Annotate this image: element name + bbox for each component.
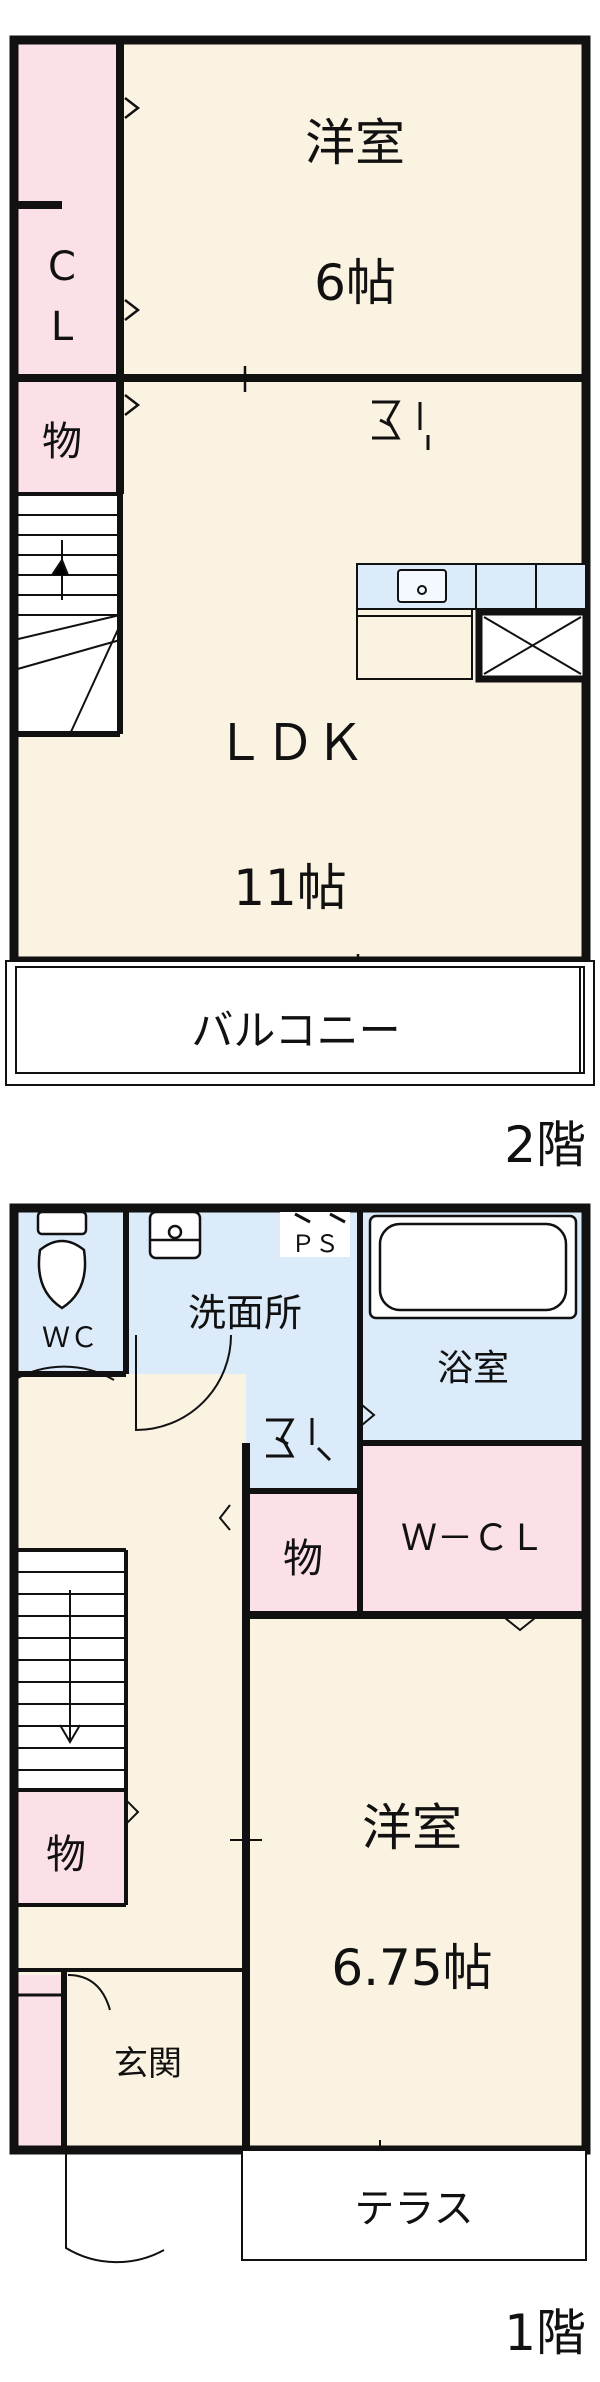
western-room-1f-name: 洋室 [362, 1799, 462, 1857]
storage-2f [14, 378, 120, 494]
sink-icon [148, 1210, 202, 1260]
wcl-room [360, 1443, 586, 1615]
storage-mid-room [246, 1491, 360, 1615]
bath-label: 浴室 [437, 1348, 509, 1389]
toilet-icon [36, 1210, 88, 1310]
shoe-closet [14, 1975, 64, 2150]
ps-box [280, 1212, 350, 1257]
western-room-2f-size: 6帖 [314, 254, 396, 312]
storage-2f-label: 物 [42, 419, 82, 465]
wc-label: ＷＣ [42, 1321, 98, 1354]
interior-walls-1f [14, 1208, 586, 2150]
wcl-label: Ｗ－ＣＬ [401, 1518, 545, 1559]
bathtub-icon [368, 1214, 578, 1320]
kitchen-icon [356, 563, 587, 680]
smoke-detector-icon [372, 400, 430, 450]
washroom-label: 洗面所 [188, 1291, 302, 1335]
terrace-label: テラス [354, 2186, 473, 2232]
refrigerator-icon [475, 608, 590, 683]
western-room-1f-size: 6.75帖 [331, 1939, 492, 1997]
storage-mid-label: 物 [283, 1536, 323, 1582]
ldk-size: 11帖 [233, 859, 347, 917]
western-room-2f [120, 40, 586, 378]
closet-label-1: C [48, 244, 76, 290]
door-swing-icon [13, 1334, 536, 2264]
closet-label-2: L [51, 304, 74, 350]
balcony-label: バルコニー [191, 1006, 400, 1055]
storage-low-label: 物 [46, 1832, 86, 1878]
entrance-label: 玄関 [114, 2044, 182, 2084]
balcony [5, 960, 595, 1086]
floor-1: ＷＣ 洗面所 ＰＳ 浴室 物 Ｗ－ＣＬ 物 洋室 6.75帖 玄関 テラス 1階 [9, 1203, 591, 2362]
floor-2-label: 2階 [504, 1116, 586, 1174]
door-swing-icon [124, 97, 360, 970]
floor-2: 洋室 6帖 C L 物 ＬＤＫ 11帖 バルコニー 2階 [5, 35, 595, 1174]
floor-1-label: 1階 [504, 2304, 586, 2362]
ps-label: ＰＳ [291, 1230, 339, 1258]
western-room-2f-name: 洋室 [305, 114, 405, 172]
western-room-1f [246, 1615, 586, 2150]
storage-low-room [14, 1790, 126, 1905]
ldk-name: ＬＤＫ [215, 714, 365, 772]
stairs-icon [14, 1571, 126, 1771]
stairs-icon [13, 514, 121, 735]
smoke-detector-icon [266, 1418, 332, 1462]
terrace [241, 2149, 587, 2261]
